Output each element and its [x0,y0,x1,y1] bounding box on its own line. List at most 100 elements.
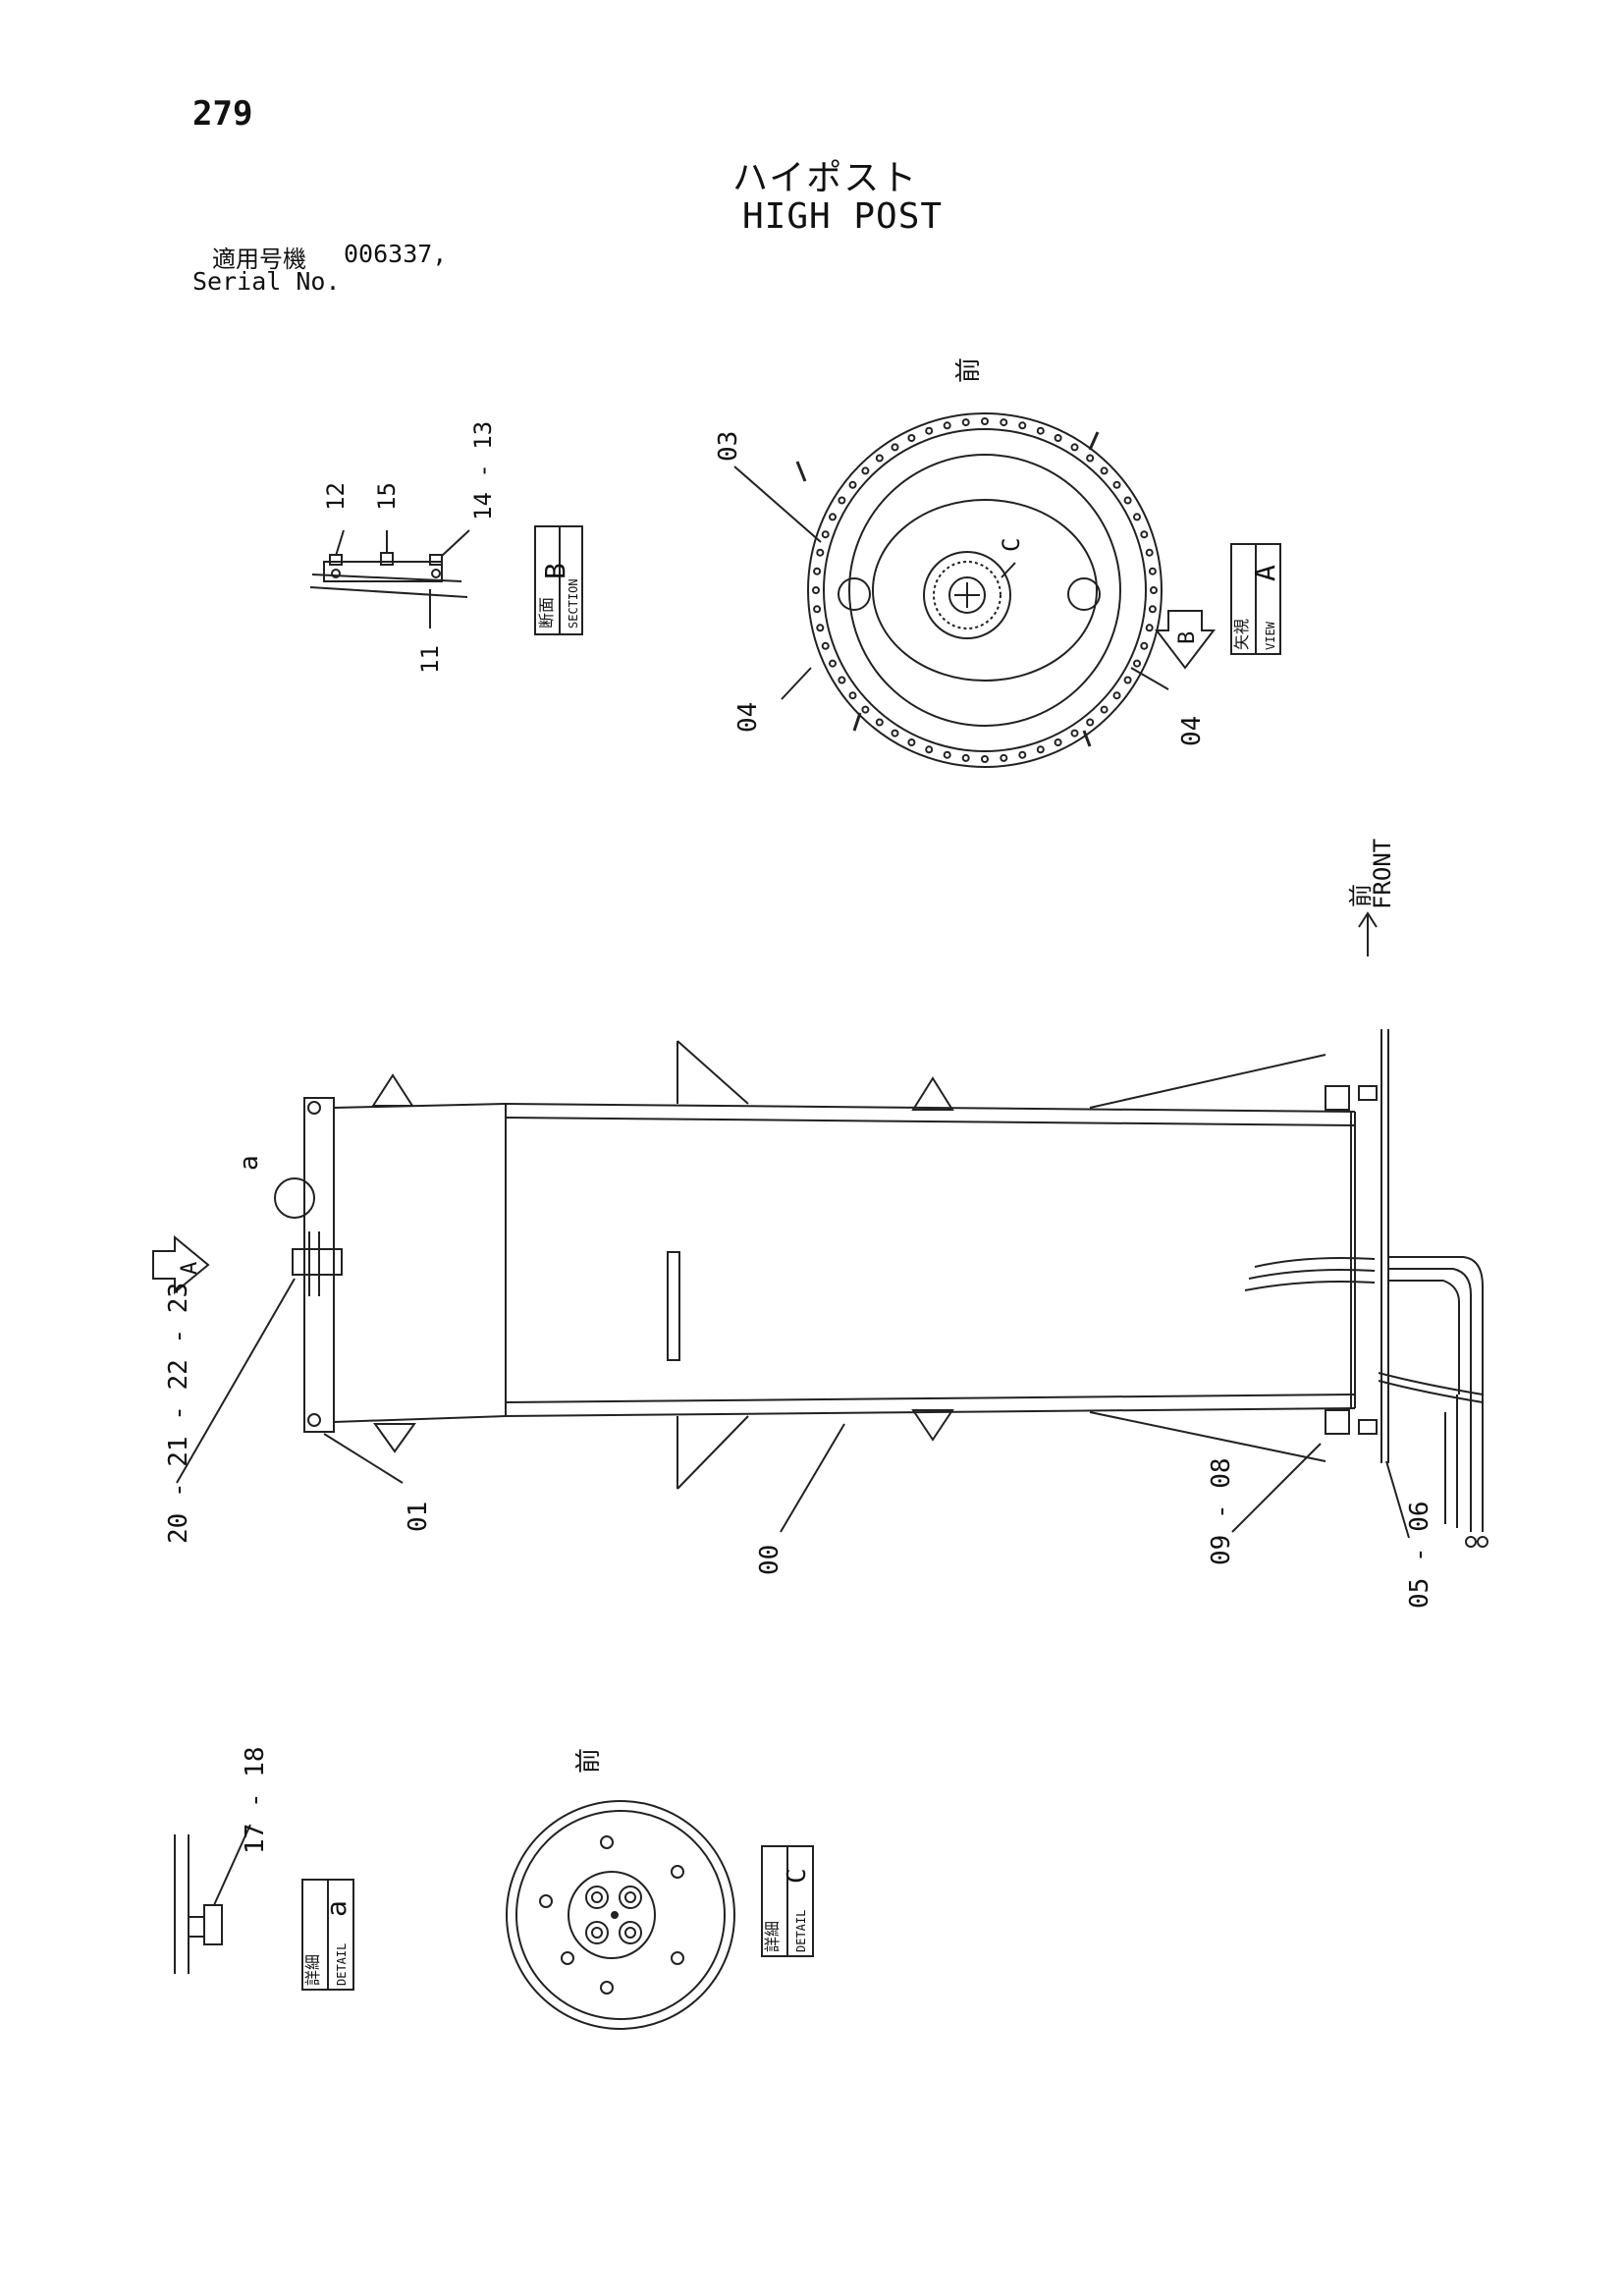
detail-a-label-ja: 詳細 [303,1954,322,1986]
bolt-hole [925,426,934,435]
front-mark-view-a: 前 [954,357,984,383]
bolt-hole [891,729,899,738]
detail-c-label-ja: 詳細 [763,1921,782,1952]
bolt-hole [1123,496,1132,505]
detail-a-letter: a [320,1900,352,1917]
bolt-hole [1145,624,1154,632]
bolt-hole [943,750,951,759]
serial-label-english: Serial No. [192,267,341,296]
bolt-hole [829,659,837,668]
part-number-12: 12 [322,482,350,511]
bolt-hole [1086,454,1095,463]
bolt-hole [1148,567,1157,575]
view-a-label-en: VIEW [1264,621,1277,650]
bolt-hole [1148,605,1157,614]
part-number-03: 03 [714,431,743,462]
part-number-09-08: 09 - 08 [1207,1457,1236,1565]
bolt-hole [1000,418,1008,427]
bolt-hole [838,496,846,505]
bolt-hole [821,530,830,539]
title-english: HIGH POST [742,196,944,237]
bolt-hole [907,434,916,442]
bolt-hole [1100,466,1109,475]
section-b-label-en: SECTION [567,578,580,629]
bolt-hole [816,624,825,632]
bolt-hole [813,567,822,575]
bolt-hole [1070,729,1079,738]
bolt-hole [861,466,870,475]
bolt-hole [981,755,989,763]
part-number-11: 11 [416,645,444,674]
arrow-b-letter: B [1175,631,1200,644]
bolt-hole [1086,718,1095,727]
bolt-hole [891,443,899,452]
page-number: 279 [192,94,253,134]
detail-c-label-box [761,1845,814,1957]
bolt-hole [1070,443,1079,452]
part-number-04-left: 04 [733,702,763,733]
bolt-hole [838,676,846,684]
callout-c: C [998,538,1025,552]
serial-label-japanese: 適用号機 [212,246,306,273]
bolt-hole [1018,421,1027,430]
front-label: FRONT [1369,839,1396,909]
section-b-label-box [534,525,583,635]
bolt-hole [1112,480,1121,489]
detail-a-label-box [301,1879,354,1991]
bolt-hole [907,738,916,746]
bolt-hole [981,417,989,425]
section-b-letter: B [539,563,571,579]
bolt-hole [1018,750,1027,759]
bolt-hole [812,586,820,594]
part-number-00: 00 [755,1545,784,1575]
bolt-hole [875,454,884,463]
bolt-hole [1123,676,1132,684]
title-japanese: ハイポスト [732,158,919,198]
bolt-hole [1054,434,1062,442]
section-b-view [309,529,470,629]
arrow-a-letter: A [178,1262,202,1275]
detail-c-label-en: DETAIL [794,1910,808,1952]
view-a-label-box [1230,543,1281,655]
part-number-17-18: 17 - 18 [241,1746,270,1854]
view-a-letter: A [1249,565,1281,581]
bolt-hole [821,641,830,650]
callout-a: a [235,1155,264,1171]
bolt-hole [1133,659,1141,668]
bolt-hole [943,421,951,430]
main-view-leaders [176,1278,1410,1539]
bolt-hole [861,705,870,714]
bolt-hole [1000,753,1008,762]
bolt-hole [1150,586,1158,594]
front-mark-detail-c: 前 [574,1748,604,1774]
detail-a-view [174,1824,251,1974]
bolt-hole [848,480,857,489]
bolt-hole [1036,426,1045,435]
part-number-15: 15 [373,482,401,511]
bolt-hole [1140,641,1149,650]
part-number-14-13: 14 - 13 [469,421,497,520]
bolt-hole [1054,738,1062,746]
bolt-hole [1100,705,1109,714]
bolt-hole [829,513,837,521]
detail-c-view [506,1800,735,2030]
part-number-04-right: 04 [1177,716,1207,746]
hydraulic-hoses [1244,1256,1488,1548]
bolt-hole [1140,530,1149,539]
front-mark-arrow: 前 [1347,884,1375,907]
bolt-hole [1112,691,1121,700]
part-number-01: 01 [404,1502,433,1532]
view-a-label-ja: 矢視 [1232,619,1251,650]
high-post-body [274,1029,1389,1490]
section-b-label-ja: 断面 [537,597,556,629]
part-number-20-23: 20 - 21 - 22 - 23 [164,1283,193,1544]
view-a-flange [733,412,1169,768]
view-a-arrow-b [1154,610,1217,670]
detail-a-label-en: DETAIL [335,1943,349,1986]
part-number-05-06: 05 - 06 [1405,1501,1434,1609]
arrow-a [152,1234,210,1295]
bolt-hole [1133,513,1141,521]
detail-c-letter: C [783,1868,812,1884]
bolt-hole [1036,745,1045,754]
